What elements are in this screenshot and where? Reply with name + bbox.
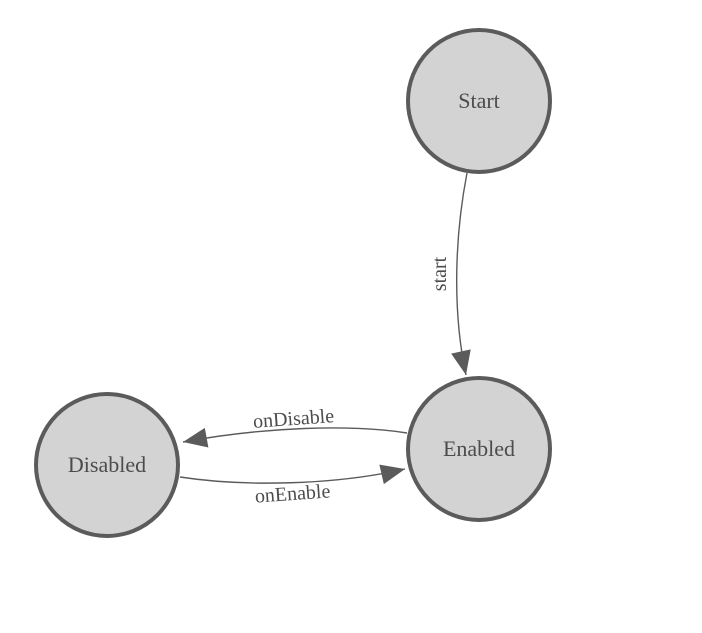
edge-line-ondisable[interactable] (182, 427, 408, 448)
edge-disabled-to-enabled[interactable]: onEnable (179, 464, 406, 508)
state-node-start[interactable]: Start (406, 28, 552, 174)
edge-enabled-to-disabled[interactable]: onDisable (182, 405, 408, 448)
state-label-enabled: Enabled (443, 436, 515, 461)
state-label-start: Start (458, 88, 500, 113)
edge-start-to-enabled[interactable]: start (429, 172, 471, 376)
edge-line-onenable[interactable] (179, 464, 406, 485)
edge-line-start[interactable] (451, 172, 471, 376)
state-circle-enabled[interactable] (406, 376, 552, 522)
edge-label-start: start (429, 256, 451, 291)
state-circle-disabled[interactable] (34, 392, 180, 538)
state-circle-start[interactable] (406, 28, 552, 174)
edge-label-onenable: onEnable (254, 480, 331, 507)
state-label-disabled: Disabled (68, 452, 146, 477)
state-node-enabled[interactable]: Enabled (406, 376, 552, 522)
state-node-disabled[interactable]: Disabled (34, 392, 180, 538)
